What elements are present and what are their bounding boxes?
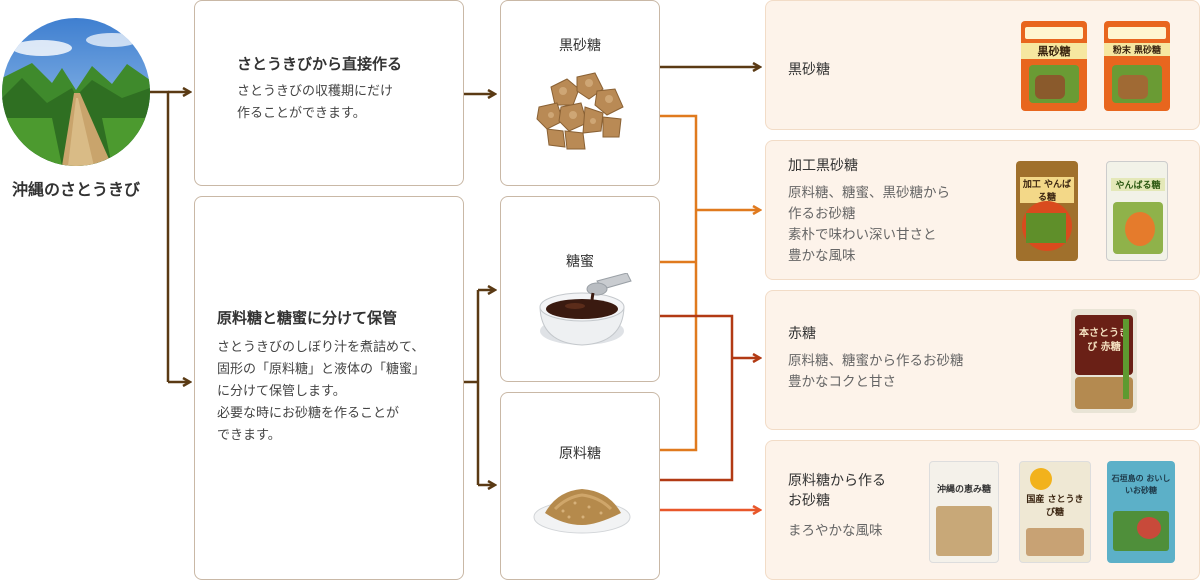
sugarcane-photo <box>2 18 150 166</box>
material-raw-sugar-label: 原料糖 <box>559 446 601 462</box>
product-raw-sugar-panel: 原料糖から作るお砂糖 まろやかな風味 沖縄の恵み糖 国産 さとうきび糖 石垣島の… <box>765 440 1200 580</box>
akato-package: 本さとうきび 赤糖 <box>1071 309 1137 413</box>
kokuto-package-1: 黒砂糖 <box>1021 21 1087 111</box>
source-label: 沖縄のさとうきび <box>11 180 140 199</box>
product-processed-title: 加工黒砂糖 <box>788 158 858 174</box>
method-store-box: 原料糖と糖蜜に分けて保管 さとうきびのしぼり汁を煮詰めて、固形の「原料糖」と液体… <box>194 196 464 580</box>
kokuto-package-2: 粉末 黒砂糖 <box>1104 21 1170 111</box>
processed-package-2: やんばる糖 <box>1106 161 1168 261</box>
method-direct-box: さとうきびから直接作る さとうきびの収穫期にだけ作ることができます。 <box>194 0 464 186</box>
product-akato-body: 原料糖、糖蜜から作るお砂糖豊かなコクと甘さ <box>788 353 964 390</box>
method-direct-body: さとうきびの収穫期にだけ作ることができます。 <box>237 84 394 121</box>
material-molasses-label: 糖蜜 <box>566 254 594 270</box>
method-store-body: さとうきびのしぼり汁を煮詰めて、固形の「原料糖」と液体の「糖蜜」 に分けて保管し… <box>217 340 426 443</box>
raw-sugar-package-1: 沖縄の恵み糖 <box>929 461 999 563</box>
product-processed-panel: 加工黒砂糖 原料糖、糖蜜、黒砂糖から作るお砂糖 素朴で味わい深い甘さと豊かな風味… <box>765 140 1200 280</box>
product-processed-body: 原料糖、糖蜜、黒砂糖から作るお砂糖 素朴で味わい深い甘さと豊かな風味 <box>788 185 950 264</box>
material-molasses-box: 糖蜜 <box>500 196 660 382</box>
raw-sugar-package-2: 国産 さとうきび糖 <box>1019 461 1091 563</box>
product-kokuto-panel: 黒砂糖 黒砂糖 粉末 黒砂糖 <box>765 0 1200 130</box>
source-to-methods-arrows <box>150 92 190 382</box>
product-raw-sugar-body: まろやかな風味 <box>788 523 883 539</box>
method-store-title: 原料糖と糖蜜に分けて保管 <box>217 309 398 327</box>
processed-package-1: 加工 やんばる糖 <box>1016 161 1078 261</box>
method2-to-materials-arrows <box>464 290 495 485</box>
product-akato-panel: 赤糖 原料糖、糖蜜から作るお砂糖豊かなコクと甘さ 本さとうきび 赤糖 <box>765 290 1200 430</box>
kokuto-lumps-image <box>536 72 624 150</box>
raw-sugar-package-3: 石垣島の おいしいお砂糖 <box>1107 461 1175 563</box>
product-akato-title: 赤糖 <box>788 326 816 342</box>
product-raw-sugar-title: 原料糖から作るお砂糖 <box>788 473 886 509</box>
method-direct-title: さとうきびから直接作る <box>237 55 403 73</box>
orange-arrows <box>660 114 760 452</box>
material-kokuto-label: 黒砂糖 <box>559 38 601 54</box>
raw-sugar-dish-image <box>533 489 631 534</box>
product-kokuto-title: 黒砂糖 <box>788 62 830 78</box>
material-raw-sugar-box: 原料糖 <box>500 392 660 580</box>
material-kokuto-box: 黒砂糖 <box>500 0 660 186</box>
red-arrows <box>660 314 760 482</box>
molasses-bowl-image <box>539 273 632 346</box>
